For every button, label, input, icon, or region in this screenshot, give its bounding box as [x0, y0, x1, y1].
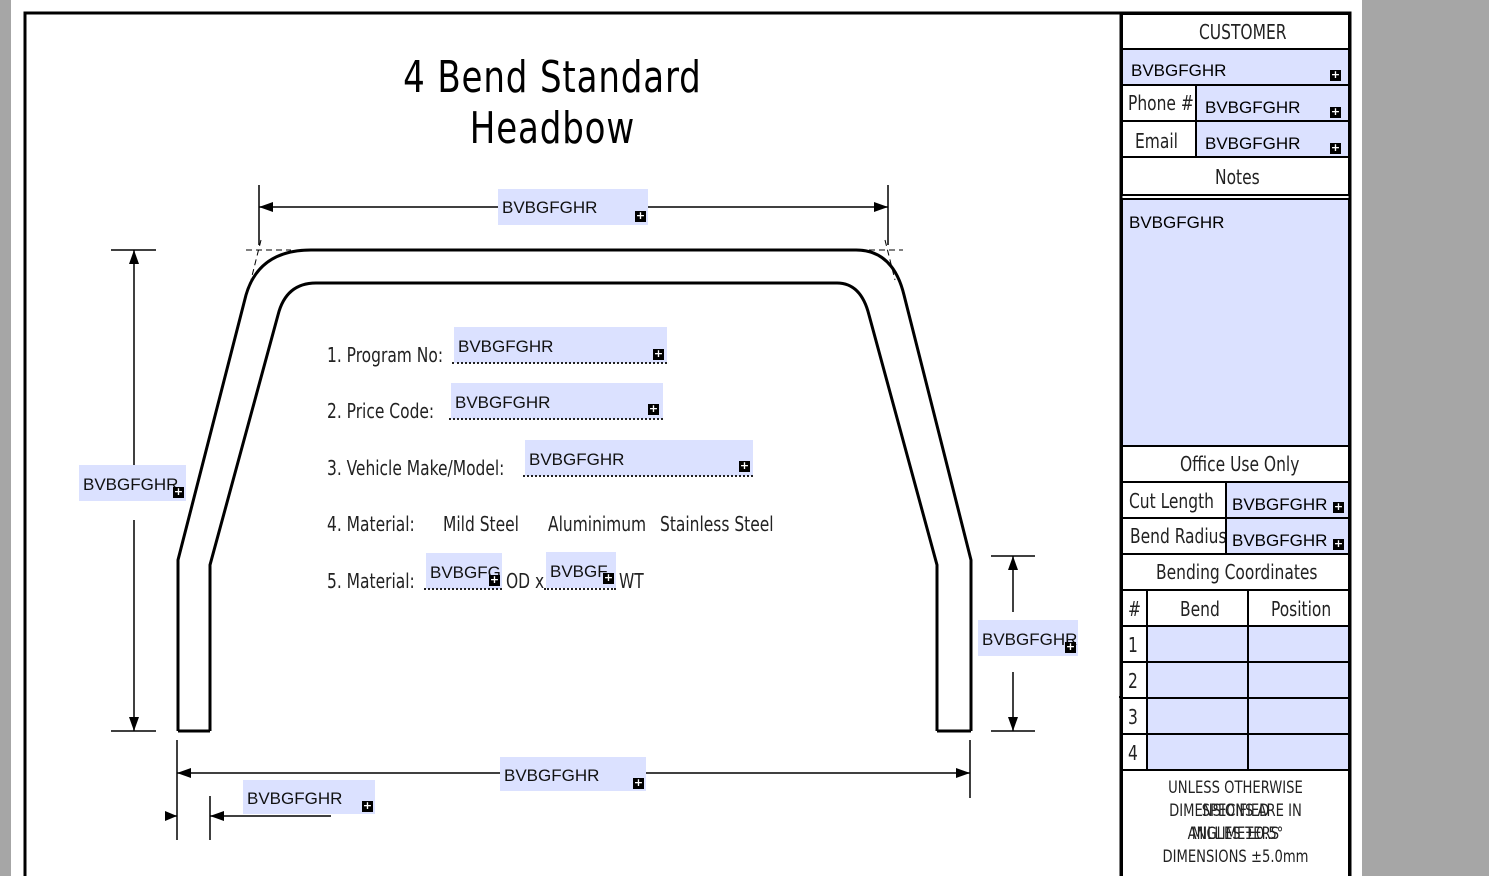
bottom-width-value: BVBGFGHR: [504, 766, 600, 785]
col-header-position: Position: [1247, 589, 1350, 627]
position-1-field[interactable]: [1247, 625, 1350, 663]
wt-underline: [544, 588, 616, 590]
material-label: 4. Material:: [327, 512, 415, 536]
vehicle-field[interactable]: BVBGFGHR: [525, 440, 753, 476]
right-leg-field[interactable]: BVBGFGHR: [978, 620, 1078, 656]
material-option-aluminimum[interactable]: Aluminimum: [548, 512, 647, 536]
program-no-underline: [452, 362, 667, 364]
expand-icon[interactable]: +: [1065, 640, 1076, 653]
expand-icon[interactable]: +: [1333, 500, 1344, 513]
wt-value: BVBGF: [550, 562, 608, 581]
bottom-offset-value: BVBGFGHR: [247, 789, 343, 808]
expand-icon[interactable]: +: [648, 402, 659, 415]
top-width-value: BVBGFGHR: [502, 198, 598, 217]
price-code-field[interactable]: BVBGFGHR: [451, 383, 663, 419]
notes-header: Notes: [1121, 156, 1350, 196]
left-height-field[interactable]: BVBGFGHR: [79, 465, 186, 501]
notes-field[interactable]: BVBGFGHR: [1121, 198, 1350, 447]
email-value: BVBGFGHR: [1205, 134, 1301, 153]
material-option-mild-steel[interactable]: Mild Steel: [443, 512, 519, 536]
tolerance-line: DIMENSIONS ±5.0mm: [1162, 847, 1309, 867]
right-leg-value: BVBGFGHR: [982, 630, 1078, 649]
row-num: 1: [1121, 625, 1148, 663]
page-title: 4 Bend Standard Headbow: [403, 52, 702, 154]
notes-value: BVBGFGHR: [1129, 213, 1225, 232]
row-num: 4: [1121, 733, 1148, 771]
tolerance-line: UNLESS OTHERWISE SPECIFIED: [1168, 778, 1303, 821]
od-underline: [424, 588, 502, 590]
bottom-width-field[interactable]: BVBGFGHR: [500, 757, 646, 791]
left-height-value: BVBGFGHR: [83, 475, 179, 494]
email-field[interactable]: BVBGFGHR: [1195, 120, 1350, 158]
row-num: 2: [1121, 661, 1148, 699]
expand-icon[interactable]: +: [1333, 537, 1344, 550]
customer-field[interactable]: BVBGFGHR: [1121, 48, 1350, 86]
price-code-underline: [449, 418, 663, 420]
row-num: 3: [1121, 697, 1148, 735]
bend-radius-label-cell: Bend Radius: [1121, 517, 1227, 555]
expand-icon[interactable]: +: [739, 459, 750, 472]
email-label-cell: Email: [1121, 120, 1197, 158]
expand-icon[interactable]: +: [653, 347, 664, 360]
od-unit: OD x: [506, 569, 545, 593]
bottom-offset-field[interactable]: BVBGFGHR: [243, 780, 375, 814]
customer-header: CUSTOMER: [1121, 13, 1350, 50]
phone-field[interactable]: BVBGFGHR: [1195, 84, 1350, 122]
material-size-label: 5. Material:: [327, 569, 415, 593]
cut-length-value: BVBGFGHR: [1232, 495, 1328, 514]
expand-icon[interactable]: +: [1330, 68, 1341, 81]
cut-length-field[interactable]: BVBGFGHR: [1225, 481, 1350, 519]
program-no-label: 1. Program No:: [327, 343, 444, 367]
tolerance-line: ANGLES ±0.5°: [1187, 824, 1284, 844]
price-code-value: BVBGFGHR: [455, 393, 551, 412]
position-4-field[interactable]: [1247, 733, 1350, 771]
top-width-field[interactable]: BVBGFGHR: [498, 189, 648, 225]
vehicle-value: BVBGFGHR: [529, 450, 625, 469]
col-header-bend: Bend: [1146, 589, 1249, 627]
expand-icon[interactable]: +: [173, 485, 184, 498]
phone-label-cell: Phone #: [1121, 84, 1197, 122]
od-value: BVBGFG: [430, 563, 501, 582]
bend-4-field[interactable]: [1146, 733, 1249, 771]
wt-unit: WT: [619, 569, 644, 593]
tolerance-notes: UNLESS OTHERWISE SPECIFIED DIMENSIONS AR…: [1121, 769, 1350, 876]
office-header: Office Use Only: [1121, 445, 1350, 483]
material-option-stainless[interactable]: Stainless Steel: [660, 512, 774, 536]
tolerance-line: DIMENSIONS ARE IN MILLIMETERS: [1169, 801, 1302, 844]
bend-1-field[interactable]: [1146, 625, 1249, 663]
col-header-num: #: [1121, 589, 1148, 627]
phone-value: BVBGFGHR: [1205, 98, 1301, 117]
position-3-field[interactable]: [1247, 697, 1350, 735]
bend-3-field[interactable]: [1146, 697, 1249, 735]
customer-value: BVBGFGHR: [1131, 61, 1227, 80]
expand-icon[interactable]: +: [362, 799, 373, 812]
bend-radius-value: BVBGFGHR: [1232, 531, 1328, 550]
expand-icon[interactable]: +: [635, 209, 646, 222]
expand-icon[interactable]: +: [633, 776, 644, 789]
price-code-label: 2. Price Code:: [327, 399, 435, 423]
program-no-field[interactable]: BVBGFGHR: [454, 327, 667, 363]
program-no-value: BVBGFGHR: [458, 337, 554, 356]
cut-length-label-cell: Cut Length: [1121, 481, 1227, 519]
expand-icon[interactable]: +: [1330, 141, 1341, 154]
bend-2-field[interactable]: [1146, 661, 1249, 699]
bend-radius-field[interactable]: BVBGFGHR: [1225, 517, 1350, 555]
bending-coordinates-header: Bending Coordinates: [1121, 553, 1350, 591]
vehicle-label: 3. Vehicle Make/Model:: [327, 456, 505, 480]
expand-icon[interactable]: +: [1330, 105, 1341, 118]
expand-icon[interactable]: +: [489, 573, 500, 586]
expand-icon[interactable]: +: [603, 571, 614, 584]
position-2-field[interactable]: [1247, 661, 1350, 699]
drawing-sheet: 4 Bend Standard Headbow BVBGFGHR + BVBGF…: [11, 0, 1362, 876]
vehicle-underline: [523, 475, 753, 477]
